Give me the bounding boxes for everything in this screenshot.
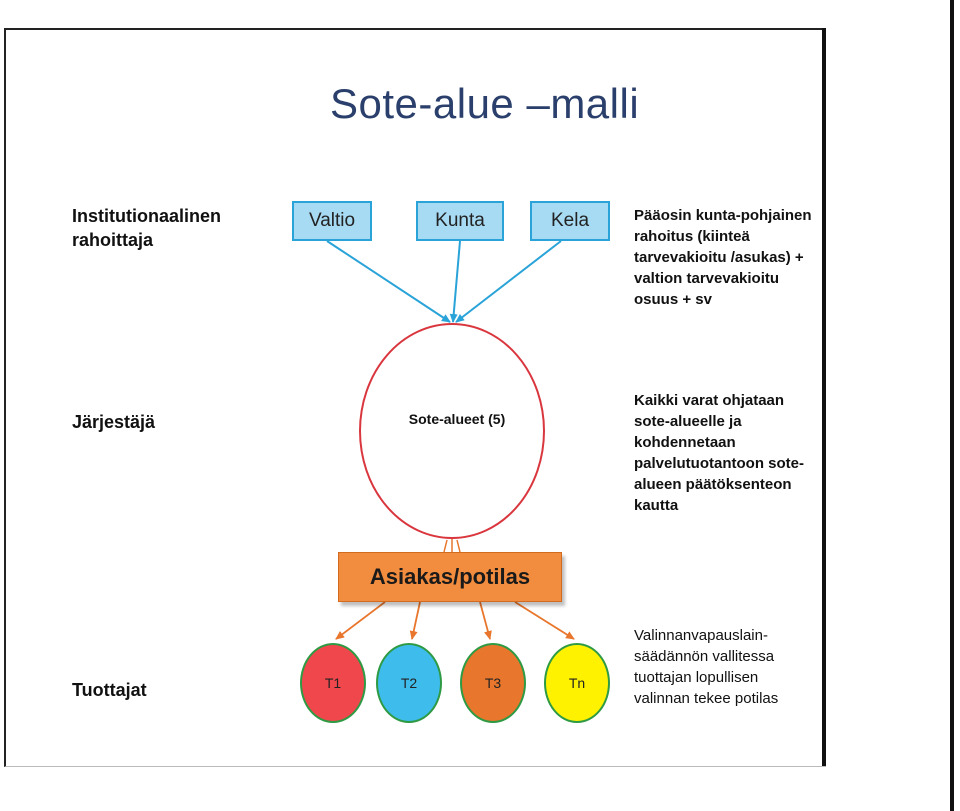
page-edge (950, 0, 954, 811)
funder-kunta: Kunta (416, 201, 504, 241)
arrow-kunta (449, 240, 461, 323)
arrow-client-up-3 (456, 539, 461, 553)
producer-t2: T2 (376, 643, 442, 723)
funder-kela: Kela (530, 201, 610, 241)
note-funding: Pääosin kunta-pohjainen rahoitus (kiinte… (634, 207, 812, 308)
arrow-to-t2 (409, 601, 421, 640)
arrow-valtio (326, 240, 451, 323)
page-title: Sote-alue –malli (330, 80, 640, 127)
note-organizer: Kaikki varat ohjataan sote-alueelle ja k… (634, 392, 804, 514)
producer-t3: T3 (460, 643, 526, 723)
label-funder: Institutionaalinen rahoittaja (72, 206, 222, 250)
producer-tn: Tn (544, 643, 610, 723)
arrow-to-t3 (479, 601, 492, 640)
arrow-to-tn (514, 601, 575, 640)
arrow-kela (455, 240, 562, 323)
organizer-circle (359, 323, 545, 539)
funder-valtio: Valtio (292, 201, 372, 241)
organizer-label: Sote-alueet (5) (408, 411, 506, 427)
arrow-client-up-1 (443, 539, 448, 553)
note-producers: Valinnanvapauslain-säädännön vallitessa … (634, 627, 779, 707)
label-producers: Tuottajat (72, 680, 147, 700)
label-organizer: Järjestäjä (72, 412, 156, 432)
slide-edge (822, 28, 826, 766)
producer-t1: T1 (300, 643, 366, 723)
arrow-to-t1 (335, 601, 386, 640)
client-box: Asiakas/potilas (338, 552, 562, 602)
